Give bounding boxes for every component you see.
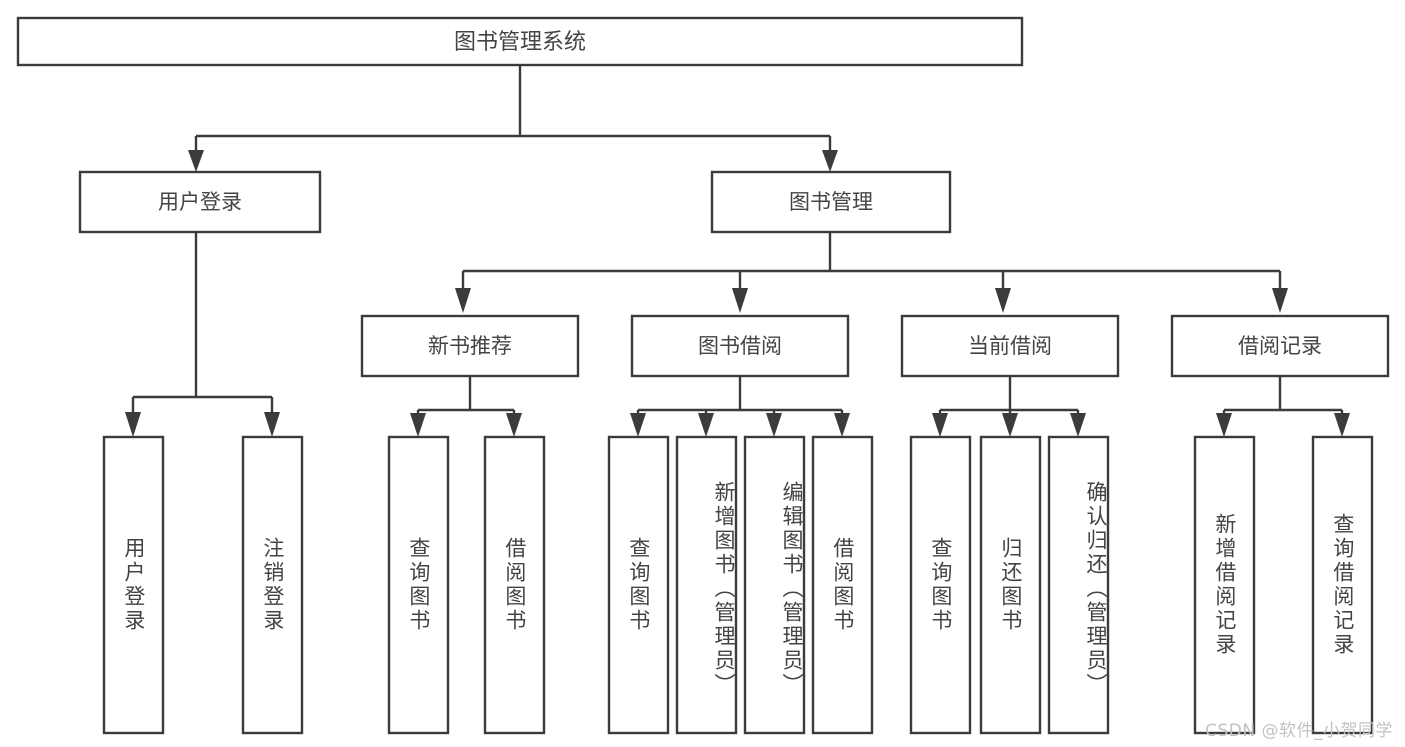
node-user-login[interactable]: 用户登录 bbox=[78, 170, 322, 234]
node-root-box[interactable] bbox=[16, 16, 1024, 67]
arrow-head-root-2 bbox=[822, 150, 838, 172]
connector-group-user-login bbox=[125, 232, 280, 437]
leaf-box-borrow-records-1[interactable] bbox=[1311, 435, 1374, 735]
arrow-head-ul-1 bbox=[125, 412, 141, 437]
arrow-head-br-1 bbox=[1216, 413, 1232, 437]
connector-group-borrow-records bbox=[1216, 376, 1350, 437]
node-borrow-records-box[interactable] bbox=[1170, 314, 1390, 378]
arrow-head-bm-2 bbox=[732, 288, 748, 313]
watermark: CSDN @软件_小贺同学 bbox=[1205, 721, 1393, 741]
arrow-head-root-1 bbox=[188, 150, 204, 172]
leaf-box-current-borrow-0[interactable] bbox=[909, 435, 972, 735]
arrow-head-cb-1 bbox=[932, 413, 948, 437]
node-book-borrow-label: 图书借阅 bbox=[698, 334, 782, 358]
connector-group-book-borrow bbox=[630, 376, 850, 437]
node-book-borrow[interactable]: 图书借阅 bbox=[630, 314, 850, 378]
leaf-box-book-borrow-3[interactable] bbox=[811, 435, 874, 735]
node-new-book-recommend[interactable]: 新书推荐 bbox=[360, 314, 580, 378]
leaf-box-book-borrow-0[interactable] bbox=[607, 435, 670, 735]
node-new-book-recommend-box[interactable] bbox=[360, 314, 580, 378]
arrow-head-bb-4 bbox=[834, 413, 850, 437]
leaf-box-borrow-records-0[interactable] bbox=[1193, 435, 1256, 735]
leaf-box-current-borrow-1[interactable] bbox=[979, 435, 1042, 735]
connector-group-current-borrow bbox=[932, 376, 1086, 437]
node-current-borrow-label: 当前借阅 bbox=[968, 334, 1052, 358]
leaf-box-user-login-0[interactable] bbox=[102, 435, 165, 735]
arrow-head-bm-4 bbox=[1272, 288, 1288, 313]
arrow-head-bb-3 bbox=[766, 413, 782, 437]
node-borrow-records[interactable]: 借阅记录 bbox=[1170, 314, 1390, 378]
node-book-manage-box[interactable] bbox=[710, 170, 952, 234]
leaf-box-new-book-1[interactable] bbox=[483, 435, 546, 735]
arrow-head-br-2 bbox=[1334, 413, 1350, 437]
arrow-head-bm-1 bbox=[455, 288, 471, 313]
leaf-boxes bbox=[102, 435, 1374, 735]
leaf-box-book-borrow-1[interactable] bbox=[675, 435, 738, 735]
node-user-login-label: 用户登录 bbox=[158, 190, 242, 214]
node-current-borrow-box[interactable] bbox=[900, 314, 1120, 378]
leaf-box-new-book-0[interactable] bbox=[387, 435, 450, 735]
node-borrow-records-label: 借阅记录 bbox=[1238, 334, 1322, 358]
node-user-login-box[interactable] bbox=[78, 170, 322, 234]
node-current-borrow[interactable]: 当前借阅 bbox=[900, 314, 1120, 378]
arrow-head-nb-2 bbox=[506, 413, 522, 437]
node-book-manage-label: 图书管理 bbox=[789, 190, 873, 214]
leaf-box-current-borrow-2[interactable] bbox=[1047, 435, 1110, 735]
arrow-head-bm-3 bbox=[995, 288, 1011, 313]
arrow-head-cb-3 bbox=[1070, 413, 1086, 437]
node-book-manage[interactable]: 图书管理 bbox=[710, 170, 952, 234]
node-book-borrow-box[interactable] bbox=[630, 314, 850, 378]
connector-group-root bbox=[188, 65, 838, 172]
arrow-head-bb-2 bbox=[698, 413, 714, 437]
node-root[interactable]: 图书管理系统 bbox=[16, 16, 1024, 67]
leaf-box-user-login-1[interactable] bbox=[241, 435, 304, 735]
connector-group-book-manage bbox=[455, 232, 1288, 313]
connector-group-new-book bbox=[410, 376, 522, 437]
node-root-label: 图书管理系统 bbox=[454, 30, 586, 55]
leaf-box-book-borrow-2[interactable] bbox=[743, 435, 806, 735]
node-new-book-recommend-label: 新书推荐 bbox=[428, 334, 512, 358]
arrow-head-cb-2 bbox=[1002, 413, 1018, 437]
arrow-head-ul-2 bbox=[264, 412, 280, 437]
arrow-head-nb-1 bbox=[410, 413, 426, 437]
arrow-head-bb-1 bbox=[630, 413, 646, 437]
